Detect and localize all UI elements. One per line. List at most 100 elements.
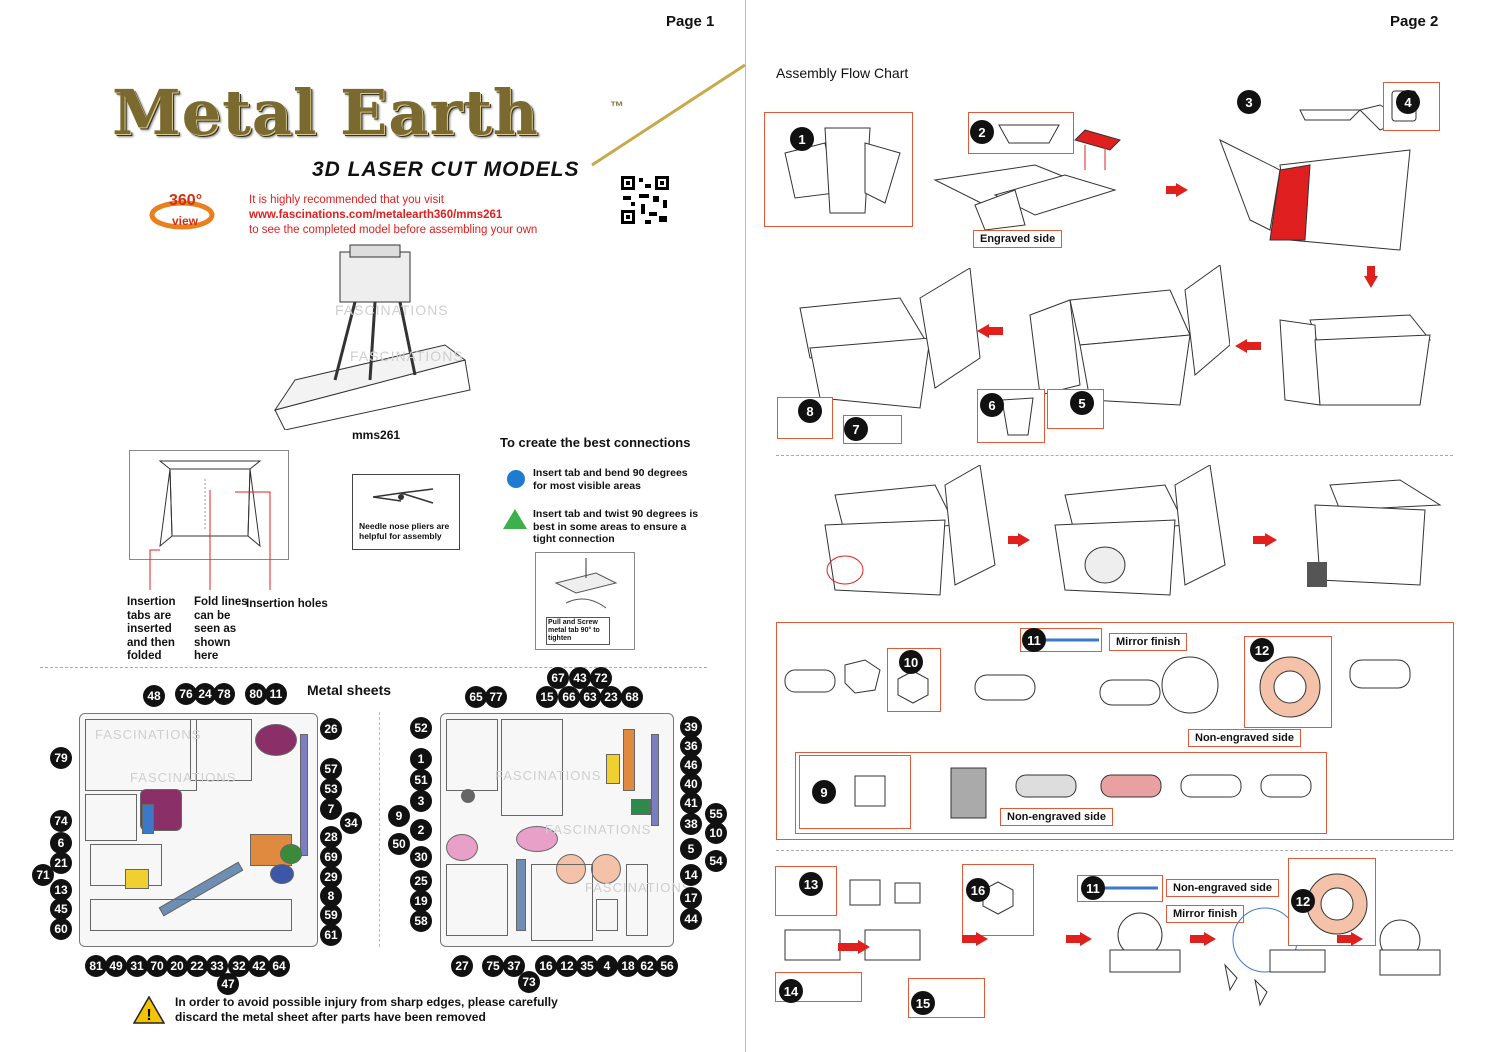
metal-sheet-a bbox=[79, 713, 318, 947]
trademark-symbol: ™ bbox=[610, 98, 624, 114]
step-1-box bbox=[764, 112, 913, 227]
part-number: 76 bbox=[175, 683, 197, 705]
part-number: 14 bbox=[680, 864, 702, 886]
part-number: 62 bbox=[636, 955, 658, 977]
green-triangle-icon bbox=[503, 509, 527, 529]
part-number: 23 bbox=[600, 686, 622, 708]
part-number: 26 bbox=[320, 718, 342, 740]
model-illustration bbox=[273, 244, 471, 430]
flow-arrow-head bbox=[1351, 932, 1363, 946]
non-engraved-side-label-2: Non-engraved side bbox=[1000, 808, 1114, 826]
part-number: 35 bbox=[576, 955, 598, 977]
flow-arrow bbox=[1066, 935, 1080, 943]
step-number: 1 bbox=[790, 127, 814, 151]
label-fold-lines: Fold lines can be seen as shown here bbox=[194, 596, 248, 662]
step-12b-assembly bbox=[1224, 907, 1326, 1007]
step-number: 11 bbox=[1022, 628, 1046, 652]
recommend-line-3: to see the completed model before assemb… bbox=[249, 224, 538, 236]
section-divider bbox=[776, 850, 1453, 851]
part-number: 71 bbox=[32, 864, 54, 886]
callout-lines bbox=[149, 490, 271, 590]
part-number: 51 bbox=[410, 769, 432, 791]
flow-arrow-head bbox=[1176, 183, 1188, 197]
part-number: 31 bbox=[126, 955, 148, 977]
part-number: 60 bbox=[50, 918, 72, 940]
part-number: 4 bbox=[596, 955, 618, 977]
flow-arrow bbox=[1190, 935, 1204, 943]
part-number: 1 bbox=[410, 748, 432, 770]
assembly-stage-6 bbox=[1307, 479, 1442, 587]
warning-text: In order to avoid possible injury from s… bbox=[175, 995, 558, 1024]
step-number: 3 bbox=[1237, 90, 1261, 114]
flow-arrow bbox=[989, 327, 1003, 335]
part-number: 38 bbox=[680, 813, 702, 835]
part-number: 50 bbox=[388, 833, 410, 855]
part-number: 80 bbox=[245, 683, 267, 705]
part-number: 59 bbox=[320, 904, 342, 926]
part-number: 41 bbox=[680, 792, 702, 814]
step-number: 6 bbox=[980, 393, 1004, 417]
step-13-parts bbox=[849, 879, 921, 906]
step-2-box bbox=[968, 112, 1074, 154]
part-number: 48 bbox=[143, 685, 165, 707]
flow-arrow-head bbox=[1204, 932, 1216, 946]
step-number: 14 bbox=[779, 979, 803, 1003]
part-number: 79 bbox=[50, 747, 72, 769]
flow-arrow-head bbox=[977, 324, 989, 338]
part-number: 78 bbox=[213, 683, 235, 705]
page-number-1: Page 1 bbox=[666, 13, 715, 30]
mirror-finish-label: Mirror finish bbox=[1109, 633, 1188, 651]
recommend-url[interactable]: www.fascinations.com/metalearth360/mms26… bbox=[249, 209, 503, 221]
part-number: 17 bbox=[680, 887, 702, 909]
watermark: FASCINATIONS bbox=[585, 880, 692, 895]
part-number: 46 bbox=[680, 754, 702, 776]
part-number: 81 bbox=[85, 955, 107, 977]
engraved-side-label: Engraved side bbox=[973, 230, 1063, 248]
part-number: 52 bbox=[410, 717, 432, 739]
warning-icon: ! bbox=[133, 996, 165, 1024]
flow-arrow bbox=[962, 935, 976, 943]
non-engraved-side-label-3: Non-engraved side bbox=[1166, 879, 1280, 897]
flow-arrow-head bbox=[1018, 533, 1030, 547]
part-number: 12 bbox=[556, 955, 578, 977]
step-number: 13 bbox=[799, 872, 823, 896]
metal-sheets-title: Metal sheets bbox=[307, 682, 392, 698]
part-number: 58 bbox=[410, 910, 432, 932]
part-number: 36 bbox=[680, 735, 702, 757]
twist-illustration: Pull and Screw metal tab 90° to tighten bbox=[535, 552, 635, 650]
pliers-icon bbox=[372, 488, 434, 504]
part-number: 69 bbox=[320, 846, 342, 868]
part-number: 15 bbox=[536, 686, 558, 708]
part-number: 32 bbox=[228, 955, 250, 977]
part-number: 21 bbox=[50, 852, 72, 874]
page-number-2: Page 2 bbox=[1390, 13, 1439, 30]
part-number: 49 bbox=[105, 955, 127, 977]
step-number: 5 bbox=[1070, 391, 1094, 415]
part-number: 77 bbox=[485, 686, 507, 708]
part-number: 28 bbox=[320, 826, 342, 848]
part-number: 7 bbox=[320, 798, 342, 820]
blue-dot-icon bbox=[507, 470, 525, 488]
part-number: 39 bbox=[680, 716, 702, 738]
part-number: 68 bbox=[621, 686, 643, 708]
section-divider bbox=[40, 667, 707, 668]
watermark: FASCINATIONS bbox=[130, 770, 237, 785]
part-number: 34 bbox=[340, 812, 362, 834]
turret-parts bbox=[784, 659, 881, 694]
flow-arrow-head bbox=[976, 932, 988, 946]
qr-code[interactable] bbox=[619, 174, 671, 226]
360-view-icon: 360° view bbox=[147, 190, 217, 240]
legend-green-text: Insert tab and twist 90 degrees is best … bbox=[533, 508, 699, 545]
step-13-assembly bbox=[784, 929, 921, 961]
part-number: 65 bbox=[465, 686, 487, 708]
flow-chart-title: Assembly Flow Chart bbox=[776, 65, 909, 81]
non-engraved-side-label: Non-engraved side bbox=[1188, 729, 1302, 747]
step-number: 11 bbox=[1081, 876, 1105, 900]
part-number: 19 bbox=[410, 890, 432, 912]
step-number: 2 bbox=[970, 120, 994, 144]
flow-arrow bbox=[1008, 536, 1018, 544]
part-number: 44 bbox=[680, 908, 702, 930]
part-number: 72 bbox=[590, 667, 612, 689]
assembly-stage-3 bbox=[799, 268, 981, 409]
part-number: 56 bbox=[656, 955, 678, 977]
